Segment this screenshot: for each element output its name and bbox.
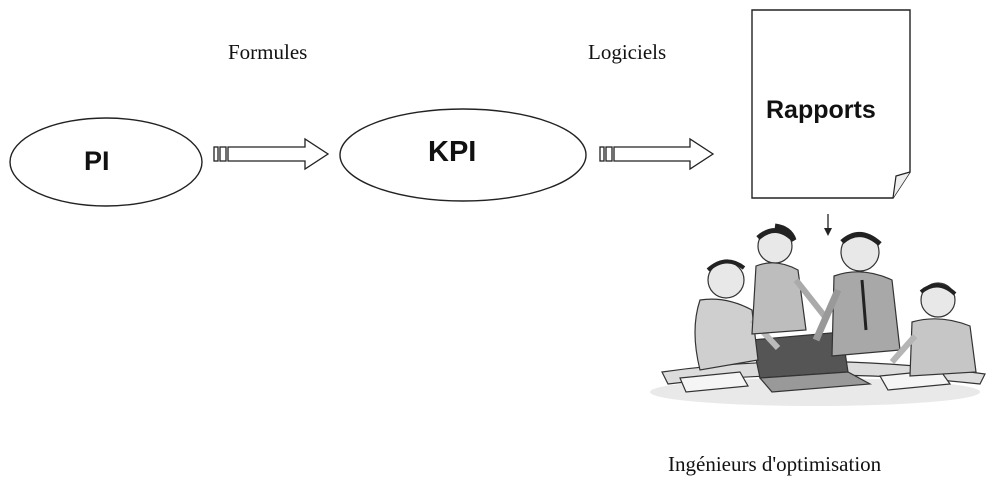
report-node-label: Rapports — [766, 96, 876, 124]
edge-label-logiciels: Logiciels — [588, 40, 667, 64]
arrow-report-to-team — [824, 214, 832, 236]
kpi-node-label: KPI — [428, 136, 477, 168]
edge-label-formules: Formules — [228, 40, 308, 64]
report-document-shape — [751, 9, 911, 199]
team-caption: Ingénieurs d'optimisation — [668, 452, 882, 476]
pi-node-shape — [9, 117, 203, 207]
arrow-kpi-to-report — [599, 137, 715, 171]
kpi-node-shape — [339, 108, 587, 202]
pi-node-label: PI — [84, 146, 110, 176]
arrow-pi-to-kpi — [213, 137, 330, 171]
engineers-team-icon — [650, 223, 986, 406]
